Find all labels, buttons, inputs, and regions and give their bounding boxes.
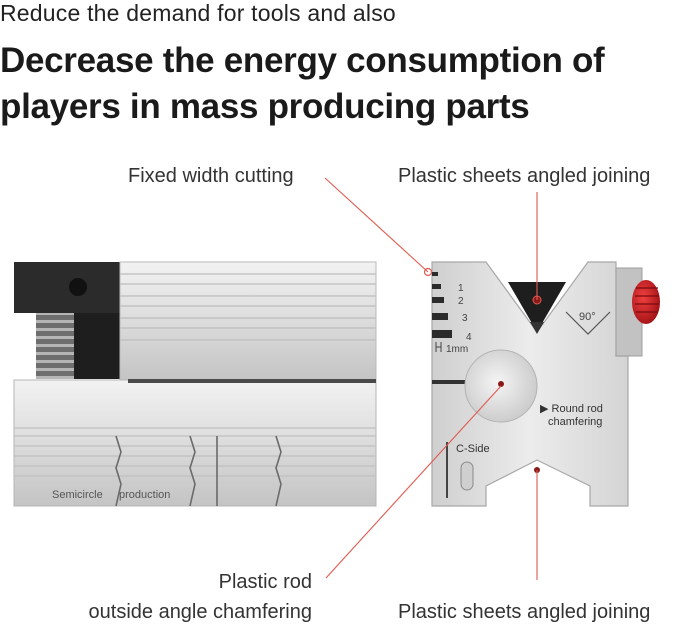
callout-rod-line1: Plastic rod <box>218 571 312 593</box>
gauge-4: 4 <box>466 332 472 343</box>
semicircle-label: Semicircle <box>52 489 103 501</box>
callout-rod-line2: outside angle chamfering <box>88 601 312 623</box>
leader-rod <box>325 385 502 579</box>
width-gauge <box>432 272 452 338</box>
right-tool: 90° 1 2 3 4 1mm ▶ Round rod chamfering <box>431 261 660 507</box>
clamp-block <box>14 262 120 313</box>
leader-lines <box>324 177 538 580</box>
left-tool: Semicircle production <box>13 261 377 507</box>
callout-fixed-width: Fixed width cutting <box>128 165 294 187</box>
round-rod-label: ▶ Round rod <box>540 403 603 415</box>
gauge-mm: 1mm <box>446 344 468 355</box>
gauge-1: 1 <box>458 283 464 294</box>
production-label: production <box>119 489 170 501</box>
gauge-3: 3 <box>462 313 468 324</box>
v-notch <box>508 282 566 332</box>
chamfering-label: chamfering <box>548 416 602 428</box>
screw-thread <box>36 313 74 379</box>
top-ribbed-block <box>119 261 377 381</box>
angle-mark <box>565 311 611 335</box>
c-side-slot <box>460 461 474 491</box>
leader-fixed-width <box>324 177 429 273</box>
callout-angled-top: Plastic sheets angled joining <box>398 165 651 187</box>
red-knob <box>632 280 660 324</box>
callout-angled-bottom: Plastic sheets angled joining <box>398 601 651 623</box>
angle-label: 90° <box>579 311 596 323</box>
c-side-label: C-Side <box>456 443 490 455</box>
gauge-2: 2 <box>458 296 464 307</box>
subtitle: Reduce the demand for tools and also <box>0 0 396 26</box>
headline: Decrease the energy consumption of playe… <box>0 41 605 126</box>
clamp-hole <box>69 278 87 296</box>
